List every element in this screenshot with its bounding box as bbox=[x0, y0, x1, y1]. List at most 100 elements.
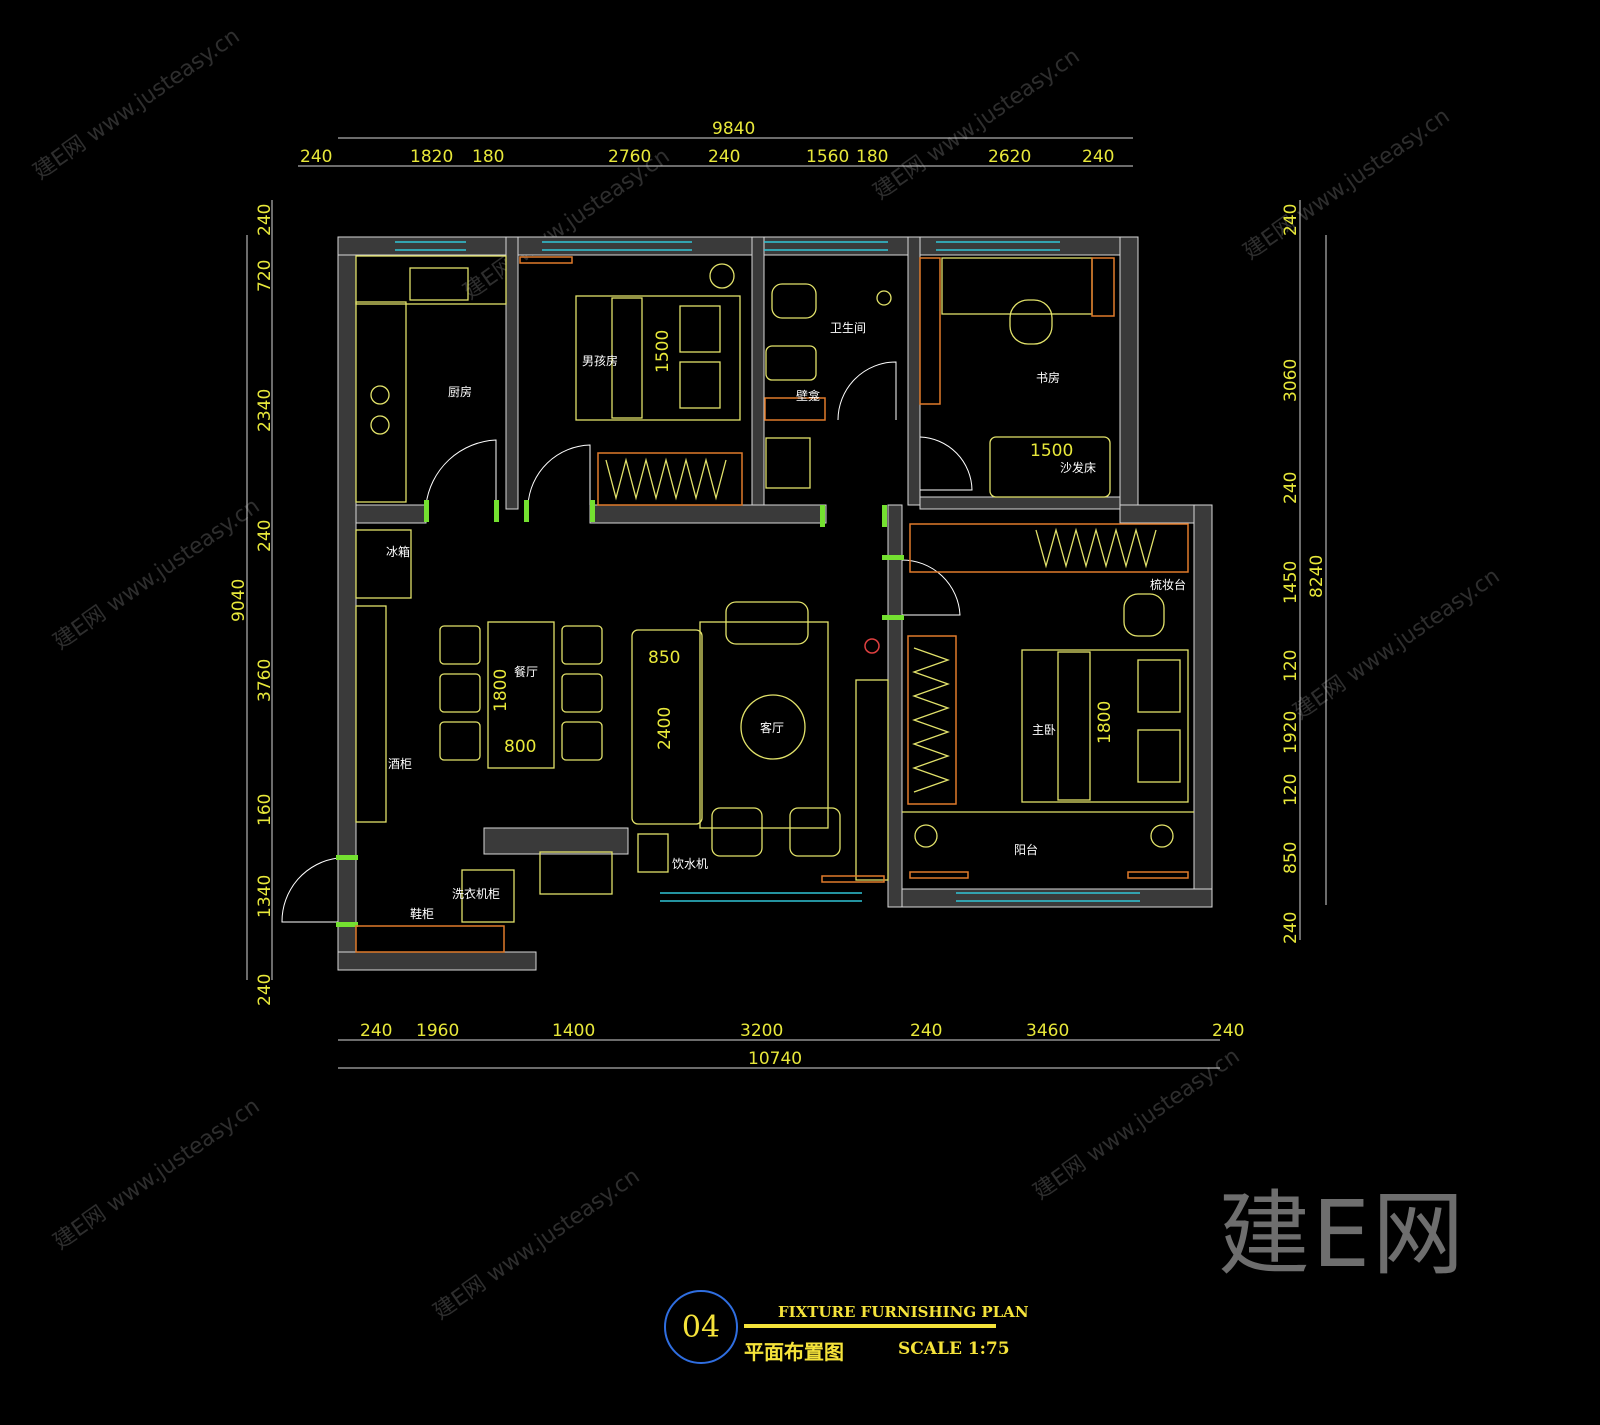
watermark-text: 建E网 www.justeasy.cn bbox=[1239, 104, 1454, 265]
master-bedroom-furniture bbox=[902, 523, 1194, 879]
dims-right: 8240 240 3060 240 1450 120 1920 120 850 … bbox=[1281, 204, 1327, 944]
dim-top-overall: 9840 bbox=[712, 119, 755, 139]
dim-left-6: 1340 bbox=[255, 875, 275, 918]
dim-right-6: 120 bbox=[1281, 774, 1301, 806]
label-wine-cabinet: 酒柜 bbox=[388, 757, 412, 771]
door-jamb bbox=[494, 500, 499, 522]
wall-right-upper bbox=[1119, 236, 1139, 513]
drawing-scale: SCALE 1:75 bbox=[898, 1339, 1010, 1359]
watermark-text: 建E网 www.justeasy.cn bbox=[29, 24, 244, 185]
dim-bottom-1: 1960 bbox=[416, 1021, 459, 1041]
dim-left-0: 240 bbox=[255, 204, 275, 236]
label-shoe-cabinet: 鞋柜 bbox=[410, 906, 434, 921]
dim-right-3: 1450 bbox=[1281, 561, 1301, 604]
dim-bottom-overall: 10740 bbox=[748, 1049, 802, 1069]
watermark-logo: 建E网 bbox=[1218, 1181, 1467, 1288]
dims-left: 9040 240 720 2340 240 3760 160 1340 240 bbox=[229, 204, 275, 1006]
wall-boys-bottom bbox=[589, 504, 827, 524]
label-washer-cabinet: 洗衣机柜 bbox=[452, 886, 500, 901]
dim-sofa-length: 2400 bbox=[655, 707, 675, 750]
wall-master-left bbox=[887, 504, 903, 908]
wall-bottom-right bbox=[887, 888, 1213, 908]
dims-top: 9840 240 1820 180 2760 240 1560 180 2620… bbox=[300, 119, 1114, 167]
boys-room-furniture bbox=[519, 256, 743, 506]
door-jamb bbox=[590, 500, 595, 522]
door-jamb bbox=[524, 500, 529, 522]
watermark-text: 建E网 www.justeasy.cn bbox=[429, 1164, 644, 1325]
dim-top-5: 1560 bbox=[806, 147, 849, 167]
dim-left-1: 720 bbox=[255, 260, 275, 292]
wall-boys-bath bbox=[751, 236, 765, 510]
label-kitchen: 厨房 bbox=[448, 384, 472, 399]
dim-study-sofa: 1500 bbox=[1030, 441, 1073, 461]
watermark-text: 建E网 www.justeasy.cn bbox=[459, 144, 674, 305]
title-underline bbox=[744, 1324, 996, 1328]
dim-top-0: 240 bbox=[300, 147, 332, 167]
dim-table-length: 1800 bbox=[491, 669, 511, 712]
label-study: 书房 bbox=[1036, 370, 1060, 385]
wall-kitchen-bottom bbox=[355, 504, 427, 524]
door-jamb bbox=[882, 505, 887, 527]
wall-kitchen-boys bbox=[505, 236, 519, 510]
label-sofa-bed: 沙发床 bbox=[1060, 460, 1096, 475]
dim-bottom-2: 1400 bbox=[552, 1021, 595, 1041]
wall-bath-study bbox=[907, 236, 921, 506]
dim-right-8: 240 bbox=[1281, 912, 1301, 944]
dim-top-3: 2760 bbox=[608, 147, 651, 167]
dim-bottom-4: 240 bbox=[910, 1021, 942, 1041]
dim-right-overall: 8240 bbox=[1307, 555, 1327, 598]
watermark-text: 建E网 www.justeasy.cn bbox=[49, 494, 264, 655]
drawing-title-en: FIXTURE FURNISHING PLAN bbox=[778, 1303, 1029, 1321]
door-jamb bbox=[336, 855, 358, 860]
bathroom-furniture bbox=[764, 283, 892, 489]
drawing-title-zh: 平面布置图 bbox=[744, 1340, 844, 1364]
label-boys-room: 男孩房 bbox=[582, 353, 618, 368]
dim-left-4: 3760 bbox=[255, 659, 275, 702]
label-dining: 餐厅 bbox=[514, 664, 538, 679]
door-jamb bbox=[820, 505, 825, 527]
door-jamb bbox=[882, 555, 904, 560]
furniture-dimensions: 1500 1500 850 2400 1800 800 1800 bbox=[491, 330, 1115, 757]
dim-table-width: 800 bbox=[504, 737, 536, 757]
room-labels: 厨房 男孩房 卫生间 壁龛 书房 沙发床 冰箱 梳妆台 餐厅 客厅 主卧 酒柜 … bbox=[386, 321, 1186, 921]
wall-right-lower bbox=[1193, 504, 1213, 908]
dim-left-overall: 9040 bbox=[229, 579, 249, 622]
drawing-number-badge: 04 bbox=[664, 1290, 738, 1364]
wall-left bbox=[337, 236, 357, 971]
dim-top-2: 180 bbox=[472, 147, 504, 167]
watermark-text: 建E网 www.justeasy.cn bbox=[869, 44, 1084, 205]
label-master-bedroom: 主卧 bbox=[1032, 723, 1056, 737]
label-bathroom: 卫生间 bbox=[830, 321, 866, 335]
dim-sofa-depth: 850 bbox=[648, 648, 680, 668]
dim-top-7: 2620 bbox=[988, 147, 1031, 167]
dim-bottom-0: 240 bbox=[360, 1021, 392, 1041]
door-jamb bbox=[336, 922, 358, 927]
kitchen-furniture bbox=[355, 255, 507, 503]
dimension-lines bbox=[246, 137, 1327, 1069]
dim-top-4: 240 bbox=[708, 147, 740, 167]
label-dressing-table: 梳妆台 bbox=[1150, 577, 1186, 592]
dim-top-1: 1820 bbox=[410, 147, 453, 167]
doors bbox=[281, 361, 973, 927]
wall-bottom-left bbox=[337, 951, 537, 971]
dim-right-1: 3060 bbox=[1281, 359, 1301, 402]
dim-bottom-5: 3460 bbox=[1026, 1021, 1069, 1041]
watermark-text: 建E网 www.justeasy.cn bbox=[49, 1094, 264, 1255]
dim-bottom-6: 240 bbox=[1212, 1021, 1244, 1041]
dim-left-7: 240 bbox=[255, 974, 275, 1006]
label-living: 客厅 bbox=[760, 720, 784, 735]
dim-top-8: 240 bbox=[1082, 147, 1114, 167]
dim-top-6: 180 bbox=[856, 147, 888, 167]
wall-study-bottom bbox=[919, 496, 1121, 510]
dim-boys-bed: 1500 bbox=[653, 330, 673, 373]
dim-right-4: 120 bbox=[1281, 650, 1301, 682]
walls bbox=[337, 236, 1213, 971]
dim-right-2: 240 bbox=[1281, 472, 1301, 504]
living-dining-furniture bbox=[355, 529, 889, 953]
label-water-dispenser: 饮水机 bbox=[672, 857, 708, 871]
door-jamb bbox=[424, 500, 429, 522]
dim-right-7: 850 bbox=[1281, 842, 1301, 874]
dim-master-bed: 1800 bbox=[1095, 701, 1115, 744]
dim-right-0: 240 bbox=[1281, 204, 1301, 236]
